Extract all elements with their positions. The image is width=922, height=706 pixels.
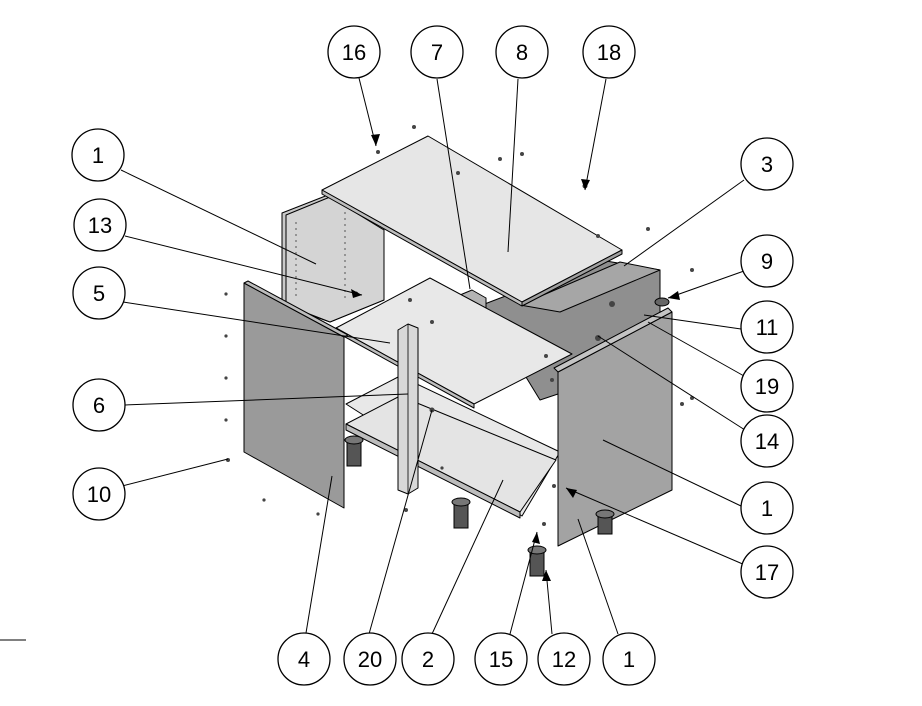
balloon-1-label: 1 bbox=[761, 496, 773, 521]
left-door-edge bbox=[243, 280, 349, 338]
balloon-6-label: 6 bbox=[93, 393, 105, 418]
balloon-5-label: 5 bbox=[93, 281, 105, 306]
balloon-2-label: 2 bbox=[422, 647, 434, 672]
balloon-8: 8 bbox=[495, 25, 549, 79]
adjustable-feet bbox=[344, 297, 670, 577]
balloon-1-label: 1 bbox=[92, 143, 104, 168]
balloon-15-label: 15 bbox=[489, 647, 513, 672]
foot-center bbox=[451, 497, 471, 529]
balloon-12: 12 bbox=[537, 632, 591, 686]
balloon-20: 20 bbox=[343, 632, 397, 686]
balloon-16-label: 16 bbox=[342, 40, 366, 65]
balloon-17: 17 bbox=[740, 545, 794, 599]
balloon-20-label: 20 bbox=[358, 647, 382, 672]
balloon-4-label: 4 bbox=[298, 647, 310, 672]
balloon-8-label: 8 bbox=[516, 40, 528, 65]
foot-front bbox=[527, 545, 547, 577]
balloon-13-label: 13 bbox=[88, 213, 112, 238]
balloon-18: 18 bbox=[582, 25, 636, 79]
leader-lines bbox=[0, 77, 746, 641]
balloon-9: 9 bbox=[740, 234, 794, 288]
balloon-11-label: 11 bbox=[756, 315, 779, 340]
balloon-2: 2 bbox=[401, 632, 455, 686]
bottom-panel-edge bbox=[345, 423, 521, 519]
balloon-4: 4 bbox=[277, 632, 331, 686]
balloon-9-label: 9 bbox=[761, 249, 773, 274]
balloon-14: 14 bbox=[740, 414, 794, 468]
balloon-15: 15 bbox=[474, 632, 528, 686]
balloon-19-label: 19 bbox=[755, 374, 779, 399]
right-side-panel-edge bbox=[553, 307, 673, 373]
cabinet-assembly bbox=[224, 125, 694, 577]
foot-rear-right-top bbox=[654, 297, 670, 307]
balloon-16: 16 bbox=[327, 25, 381, 79]
balloon-14-label: 14 bbox=[755, 429, 779, 454]
balloon-1-right: 1 bbox=[740, 481, 794, 535]
balloon-1-bottom: 1 bbox=[602, 632, 656, 686]
balloon-3: 3 bbox=[740, 137, 794, 191]
foot-left-rear bbox=[344, 435, 364, 467]
balloon-7-label: 7 bbox=[431, 40, 443, 65]
balloon-11: 11 bbox=[740, 300, 794, 354]
balloon-1-upper-left: 1 bbox=[71, 128, 125, 182]
foot-right-rear bbox=[595, 509, 615, 535]
balloon-19: 19 bbox=[740, 359, 794, 413]
balloon-7: 7 bbox=[410, 25, 464, 79]
balloon-13: 13 bbox=[73, 198, 127, 252]
top-panel-right-edge bbox=[521, 249, 623, 307]
balloon-3-label: 3 bbox=[761, 152, 773, 177]
balloon-10: 10 bbox=[72, 467, 126, 521]
back-panel-top bbox=[519, 261, 661, 313]
balloon-12-label: 12 bbox=[552, 647, 576, 672]
balloon-6: 6 bbox=[72, 378, 126, 432]
balloon-18-label: 18 bbox=[597, 40, 621, 65]
balloon-1-label: 1 bbox=[623, 647, 635, 672]
balloon-5: 5 bbox=[72, 266, 126, 320]
balloon-17-label: 17 bbox=[755, 560, 779, 585]
balloon-10-label: 10 bbox=[87, 482, 111, 507]
